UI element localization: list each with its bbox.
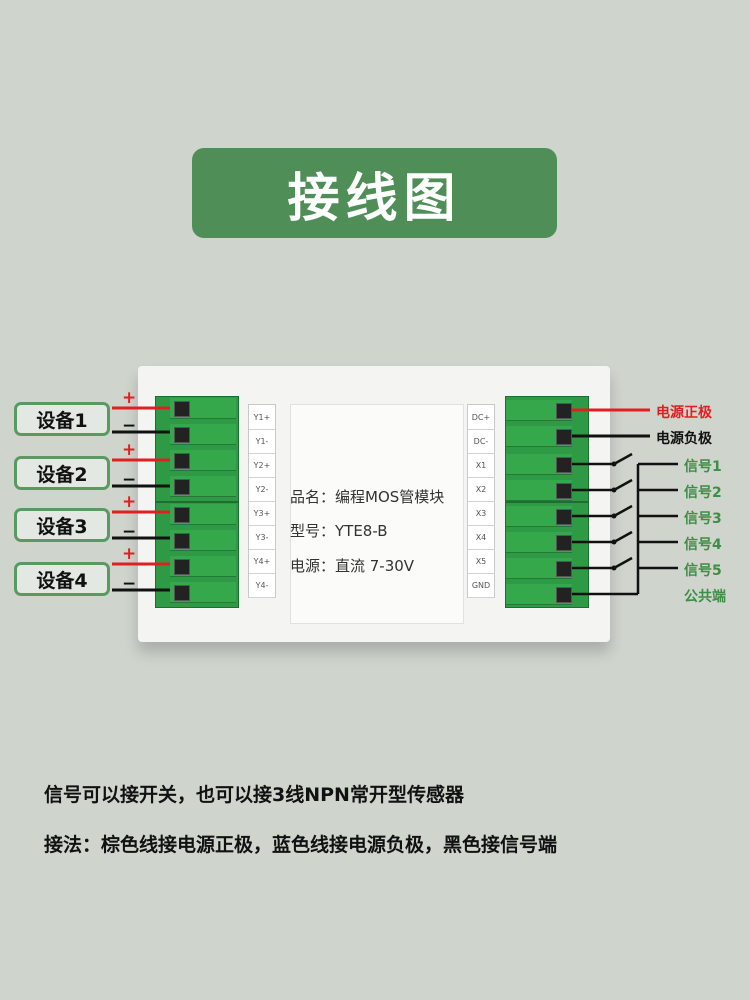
device-2-minus: − — [122, 470, 137, 490]
label-signal-1: 信号1 — [684, 459, 722, 475]
diagram-title-banner: 接线图 — [192, 148, 557, 238]
device-2-box: 设备2 — [14, 456, 110, 490]
device-1-plus: + — [122, 388, 137, 408]
screw-icon — [556, 483, 572, 499]
device-3-label: 设备3 — [36, 515, 88, 538]
pin-label: Y2+ — [249, 453, 275, 478]
pin-label: X3 — [468, 501, 494, 526]
pin-label: X2 — [468, 477, 494, 502]
device-4-minus: − — [122, 574, 137, 594]
terminal-row — [506, 454, 572, 475]
label-signal-5: 信号5 — [684, 563, 722, 579]
screw-icon — [556, 509, 572, 525]
pin-label: Y3- — [249, 525, 275, 550]
pin-label: Y4- — [249, 573, 275, 598]
switch-x4 — [566, 530, 678, 545]
screw-icon — [556, 429, 572, 445]
label-power-negative: 电源负极 — [656, 431, 712, 447]
screw-icon — [174, 559, 190, 575]
switch-x1 — [566, 452, 678, 467]
pin-label: GND — [468, 573, 494, 598]
device-3-box: 设备3 — [14, 508, 110, 542]
terminal-row — [506, 400, 572, 421]
screw-icon — [556, 561, 572, 577]
label-signal-2: 信号2 — [684, 485, 722, 501]
terminal-row — [506, 558, 572, 579]
screw-icon — [174, 507, 190, 523]
device3-wires — [112, 510, 176, 540]
device-4-box: 设备4 — [14, 562, 110, 596]
label-signal-4: 信号4 — [684, 537, 722, 553]
module-name: 品名：编程MOS管模块 — [290, 488, 445, 506]
label-power-positive: 电源正极 — [656, 405, 712, 421]
device-3-minus: − — [122, 522, 137, 542]
label-common: 公共端 — [684, 589, 726, 605]
note-signal: 信号可以接开关，也可以接3线NPN常开型传感器 — [44, 784, 464, 806]
screw-icon — [174, 427, 190, 443]
module-label-panel — [290, 404, 464, 624]
screw-icon — [556, 457, 572, 473]
pin-label: X1 — [468, 453, 494, 478]
device-3-plus: + — [122, 492, 137, 512]
diagram-title: 接线图 — [287, 168, 462, 229]
screw-icon — [174, 453, 190, 469]
switch-x5 — [566, 556, 678, 571]
device-1-box: 设备1 — [14, 402, 110, 436]
terminal-row — [506, 532, 572, 553]
switch-x3 — [566, 504, 678, 519]
device-1-minus: − — [122, 416, 137, 436]
terminal-row — [506, 506, 572, 527]
screw-icon — [174, 533, 190, 549]
screw-icon — [556, 587, 572, 603]
screw-icon — [174, 585, 190, 601]
screw-icon — [556, 403, 572, 419]
left-pin-strip: Y1+ Y1- Y2+ Y2- Y3+ Y3- Y4+ Y4- — [248, 404, 276, 598]
switch-x2 — [566, 478, 678, 493]
pin-label: DC+ — [468, 405, 494, 430]
module-model: 型号：YTE8-B — [290, 522, 388, 540]
module-power: 电源：直流 7-30V — [290, 557, 415, 575]
screw-icon — [174, 479, 190, 495]
pin-label: Y1+ — [249, 405, 275, 430]
pin-label: Y3+ — [249, 501, 275, 526]
device-4-plus: + — [122, 544, 137, 564]
pin-label: X4 — [468, 525, 494, 550]
label-signal-3: 信号3 — [684, 511, 722, 527]
terminal-row — [506, 426, 572, 447]
device-2-label: 设备2 — [36, 463, 88, 486]
pin-label: Y2- — [249, 477, 275, 502]
pin-label: X5 — [468, 549, 494, 574]
screw-icon — [556, 535, 572, 551]
note-wiring: 接法：棕色线接电源正极，蓝色线接电源负极，黑色接信号端 — [44, 834, 558, 856]
right-pin-strip: DC+ DC- X1 X2 X3 X4 X5 GND — [467, 404, 495, 598]
pin-label: Y1- — [249, 429, 275, 454]
device1-wires — [112, 406, 176, 434]
pin-label: Y4+ — [249, 549, 275, 574]
device-1-label: 设备1 — [36, 409, 88, 432]
screw-icon — [174, 401, 190, 417]
pin-label: DC- — [468, 429, 494, 454]
terminal-row — [506, 584, 572, 605]
device2-wires — [112, 458, 176, 488]
device-2-plus: + — [122, 440, 137, 460]
device4-wires — [112, 562, 176, 592]
terminal-row — [506, 480, 572, 501]
device-4-label: 设备4 — [36, 569, 88, 592]
